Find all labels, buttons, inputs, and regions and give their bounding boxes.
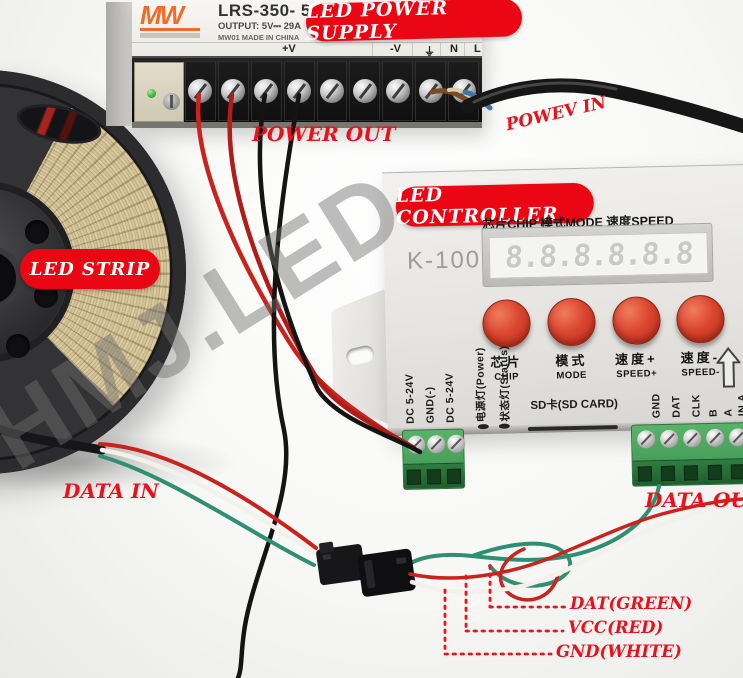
terminal-label-line: L [474,43,481,55]
jst-connector-male [316,541,366,586]
screw-terminal [382,61,414,121]
terminal-screw [320,79,344,103]
hub-hole [6,334,30,358]
vcc-red-label: VCC(RED) [568,618,664,637]
terminal-screw [352,79,377,103]
led-strip-badge: LED STRIP [20,249,160,289]
power-out-black-wire [257,92,423,455]
terminal-label-vplus: +V [282,43,296,55]
psu-bottom-edge [132,122,482,128]
meanwell-logo: MW [140,2,210,42]
divider [464,43,465,57]
data-in-green-wire [98,454,316,567]
led-strip-badge-text: LED STRIP [29,258,151,280]
divider [372,43,373,57]
screw-terminal [250,61,282,121]
data-in-white-wire [99,447,323,559]
strip-lead-sheath [0,424,107,455]
terminal-label-neutral: N [450,43,458,55]
data-out-label: DATA OUT [645,488,743,512]
led-power-supply-badge: LED POWER SUPPLY [305,0,523,45]
ac-power-cable [461,78,743,133]
led-power-supply-badge-text: LED POWER SUPPLY [305,0,449,45]
psu-terminal-label-row: +V -V ⏚ N L [132,42,482,58]
screw-terminal [217,61,249,121]
meanwell-logo-bar [140,28,200,31]
power-led-indicator [147,89,156,98]
psu-adjust-panel [134,62,184,122]
screw-terminal [316,61,348,121]
led-controller: LED CONTROLLER K-1000C 芯片CHIP 模式MODE 速度S… [382,163,743,490]
orientation-arrow-icon [716,346,742,388]
terminal-screw [385,79,410,103]
connector-red-wire [408,497,743,580]
voltage-adjust-pot [163,93,180,110]
ac-earth-wire [447,87,474,100]
psu-origin-text: MW01 MADE IN CHINA [218,33,300,42]
meanwell-logo-text: MW [140,0,184,30]
jst-connector-female [357,548,416,597]
divider [440,43,441,57]
cable-highlight [472,81,618,104]
divider [412,43,413,57]
connector-white-wire [409,493,743,595]
psu-output-rating: OUTPUT: 5V⎓ 29A [218,21,302,32]
terminal-label-earth: ⏚ [424,46,435,58]
callout-leaders [443,564,568,656]
data-in-label: DATA IN [63,479,159,503]
red-wire-loop [498,547,560,602]
meanwell-logo-subbar [140,33,200,38]
gnd-white-label: GND(WHITE) [556,642,682,661]
terminal-label-vminus: -V [390,43,401,55]
power-out-black-wire [235,92,302,678]
psu-model-number: LRS-350- 5 [218,1,311,20]
screw-terminal [349,61,381,121]
power-out-red-wire [195,92,407,447]
power-out-label: POWER OUT [252,122,396,146]
data-out-green-wire [404,484,661,568]
dat-green-label: DAT(GREEN) [570,594,693,613]
hub-hole [25,220,49,244]
data-in-red-wire [98,442,318,550]
screw-terminal [185,61,216,121]
